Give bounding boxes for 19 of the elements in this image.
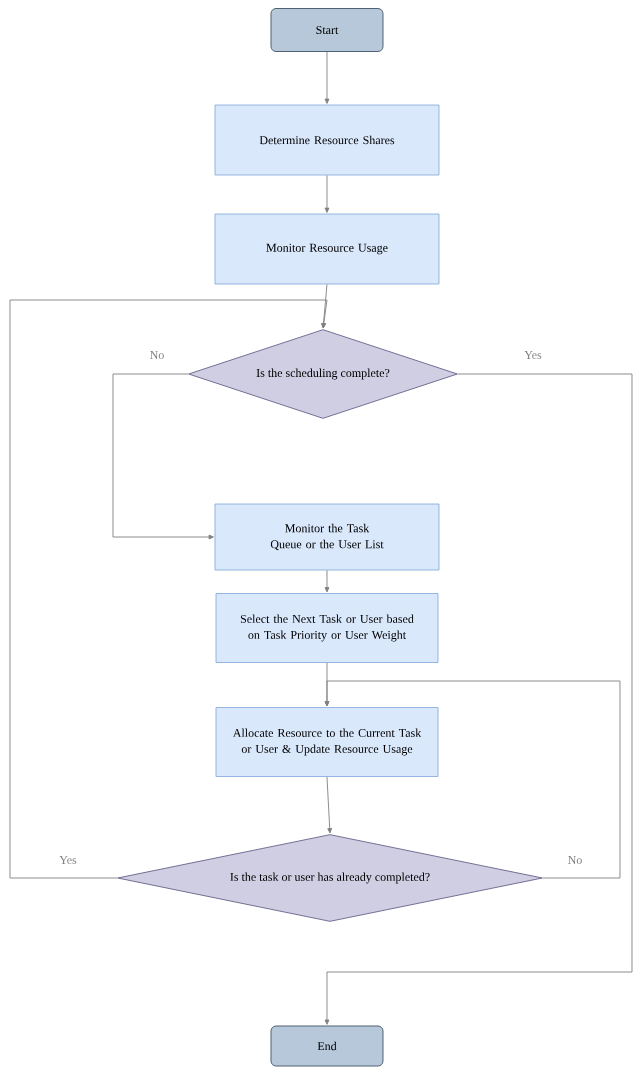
arrow	[324, 174, 330, 213]
terminal-box: Start	[270, 8, 384, 52]
arrow	[324, 51, 330, 104]
edge-label: Yes	[524, 351, 542, 359]
arrow	[324, 373, 633, 1025]
arrow	[112, 373, 214, 540]
arrow	[324, 680, 621, 879]
terminal-box: End	[270, 1025, 384, 1067]
edge-label: Yes	[59, 856, 77, 864]
edge-label: No	[150, 351, 164, 359]
process-box: Select the Next Task or User based on Task Priority or User Weight	[215, 593, 439, 663]
process-box: Monitor Resource Usage	[214, 213, 440, 285]
process-box: Monitor the Task Queue or the User List	[214, 503, 440, 571]
arrow	[324, 569, 330, 593]
process-box: Determine Resource Shares	[214, 104, 440, 176]
arrow	[326, 776, 333, 834]
edge-label: No	[568, 856, 582, 864]
arrow	[9, 299, 328, 879]
process-box: Allocate Resource to the Current Task or User & Update Resource Usage	[215, 707, 439, 777]
